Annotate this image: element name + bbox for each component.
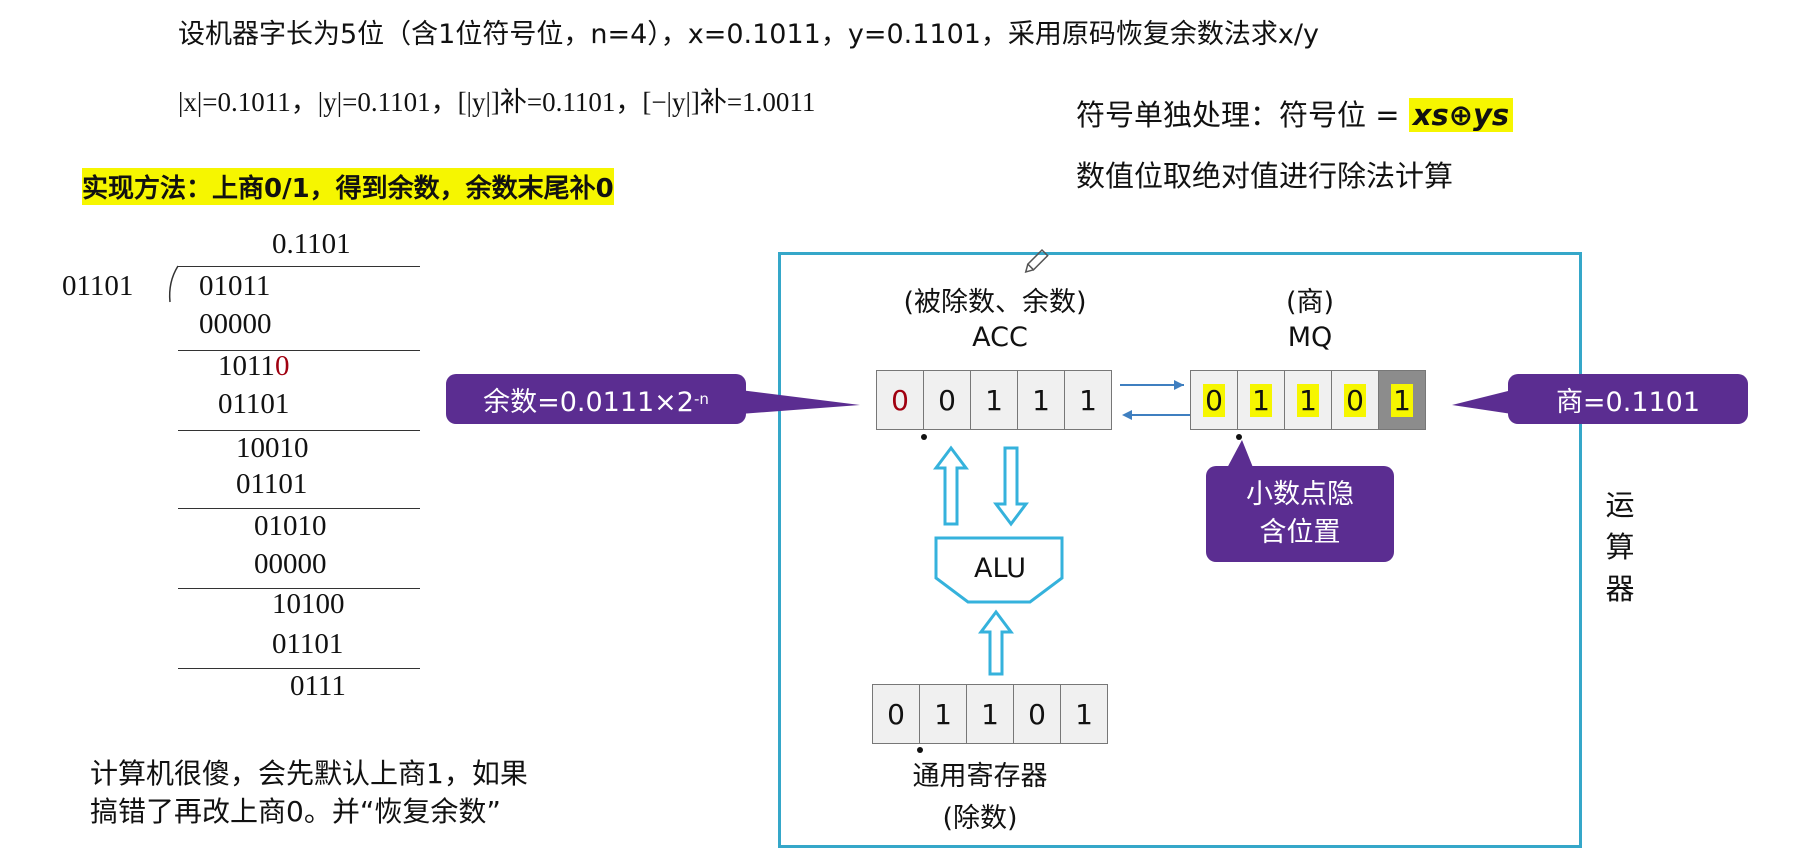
mq-name-label: MQ bbox=[1287, 322, 1333, 353]
complement-values: |x|=0.1011，|y|=0.1101，[|y|]补=0.1101，[−|y… bbox=[178, 87, 816, 117]
mq-bit: 1 bbox=[1378, 370, 1426, 430]
acc-mq-arrows bbox=[1120, 380, 1190, 420]
division-rule bbox=[178, 588, 420, 589]
gr-bit: 1 bbox=[1060, 684, 1108, 744]
quotient-callout: 商=0.1101 bbox=[1508, 374, 1748, 424]
alu-label: ALU bbox=[974, 553, 1026, 584]
mq-bit: 1 bbox=[1284, 370, 1332, 430]
division-row: 01010 bbox=[254, 510, 327, 542]
note-line-2: 搞错了再改上商0。并“恢复余数” bbox=[90, 795, 501, 828]
mq-bit: 1 bbox=[1237, 370, 1285, 430]
quotient-callout-pointer bbox=[1452, 390, 1512, 414]
mq-register: 0 1 1 0 1 bbox=[1190, 370, 1426, 430]
division-quotient: 0.1101 bbox=[272, 228, 351, 260]
division-row: 00000 bbox=[199, 308, 272, 340]
acc-name-label: ACC bbox=[972, 322, 1028, 353]
division-row: 00000 bbox=[254, 548, 327, 580]
point-callout-pointer bbox=[1226, 440, 1254, 470]
mq-point-dot bbox=[1236, 434, 1242, 440]
acc-bit: 1 bbox=[1064, 370, 1112, 430]
gr-name-label: 通用寄存器 bbox=[912, 761, 1048, 792]
method-note: 实现方法：上商0/1，得到余数，余数末尾补0 bbox=[82, 168, 614, 205]
pencil-cursor-icon bbox=[1024, 248, 1049, 273]
division-row: 01011 bbox=[199, 270, 271, 302]
mq-bit: 0 bbox=[1190, 370, 1238, 430]
gr-role-label: (除数) bbox=[942, 803, 1018, 834]
sign-note-prefix: 符号单独处理：符号位 = bbox=[1076, 98, 1400, 132]
acc-bit: 0 bbox=[876, 370, 924, 430]
value-note: 数值位取绝对值进行除法计算 bbox=[1076, 159, 1454, 193]
note-line-1: 计算机很傻，会先默认上商1，如果 bbox=[90, 757, 528, 790]
sign-formula: xs⊕ys bbox=[1408, 98, 1514, 132]
mq-role-label: (商) bbox=[1285, 287, 1335, 318]
gr-point-dot bbox=[917, 747, 923, 753]
gr-bit: 1 bbox=[919, 684, 967, 744]
division-row: 10110 bbox=[218, 350, 290, 382]
alu-to-acc-arrow bbox=[933, 445, 969, 526]
division-remainder: 0111 bbox=[290, 670, 346, 702]
division-row: 10100 bbox=[272, 588, 345, 620]
division-row: 10010 bbox=[236, 432, 309, 464]
acc-to-alu-arrow bbox=[993, 446, 1029, 527]
acc-role-label: (被除数、余数) bbox=[903, 287, 1087, 318]
acc-register: 0 0 1 1 1 bbox=[876, 370, 1112, 430]
sign-note: 符号单独处理：符号位 = xs⊕ys bbox=[1076, 92, 1514, 134]
gr-to-alu-arrow bbox=[978, 609, 1014, 676]
alu-block bbox=[934, 536, 1064, 604]
division-rule bbox=[178, 350, 420, 351]
unit-label: 运 算 器 bbox=[1605, 488, 1635, 606]
gr-bit: 0 bbox=[872, 684, 920, 744]
general-register: 0 1 1 0 1 bbox=[872, 684, 1108, 744]
division-bracket bbox=[168, 265, 179, 303]
division-divisor: 01101 bbox=[62, 270, 134, 302]
operator-frame bbox=[778, 252, 1582, 848]
division-row: 01101 bbox=[236, 468, 308, 500]
division-rule bbox=[178, 430, 420, 431]
decimal-point-callout: 小数点隐 含位置 bbox=[1206, 466, 1394, 562]
remainder-callout: 余数=0.0111×2-n bbox=[446, 374, 746, 424]
acc-bit: 1 bbox=[970, 370, 1018, 430]
acc-bit: 0 bbox=[923, 370, 971, 430]
division-row: 01101 bbox=[218, 388, 290, 420]
acc-bit: 1 bbox=[1017, 370, 1065, 430]
remainder-callout-pointer bbox=[740, 390, 860, 414]
problem-statement: 设机器字长为5位（含1位符号位，n=4），x=0.1011，y=0.1101，采… bbox=[178, 19, 1319, 50]
division-rule bbox=[178, 508, 420, 509]
division-bar bbox=[178, 266, 420, 267]
division-rule bbox=[178, 668, 420, 669]
division-row: 01101 bbox=[272, 628, 344, 660]
acc-point-dot bbox=[921, 434, 927, 440]
gr-bit: 1 bbox=[966, 684, 1014, 744]
